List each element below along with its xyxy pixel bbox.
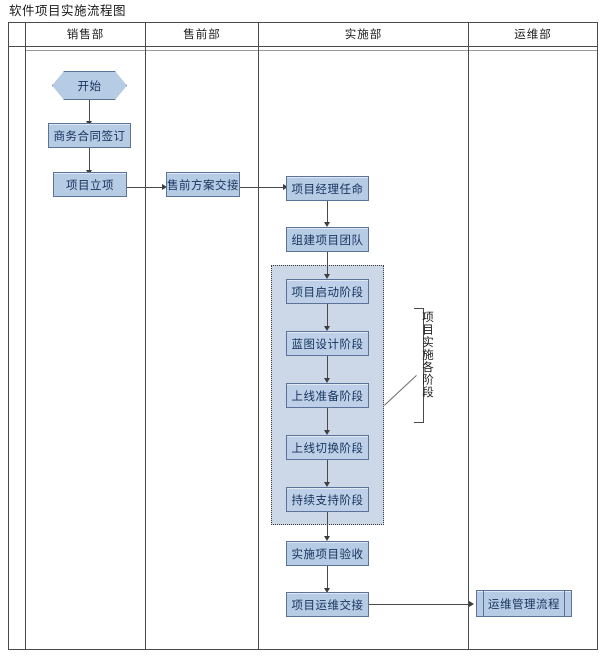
node-ops-process-label: 运维管理流程	[488, 598, 560, 611]
arrowhead-pm	[283, 183, 288, 190]
connector-handover-to-pm	[240, 187, 285, 188]
node-team-build[interactable]: 组建项目团队	[286, 227, 369, 252]
arrowhead-handover	[162, 183, 167, 190]
node-phase-cutover-label: 上线切换阶段	[291, 442, 364, 455]
connector-setup-to-handover	[127, 187, 164, 188]
predefined-process-bar-left	[483, 591, 484, 616]
node-contract-label: 商务合同签订	[53, 130, 126, 143]
lane-header-operations: 运维部	[514, 29, 552, 41]
node-acceptance-label: 实施项目验收	[291, 548, 364, 561]
arrowhead-prep	[323, 378, 330, 383]
lane-rule-ops	[469, 50, 597, 51]
lane-header-presales: 售前部	[183, 29, 221, 41]
lane-header-sales: 销售部	[66, 29, 105, 41]
grid-vline-spacer	[25, 22, 26, 650]
node-presales-handover[interactable]: 售前方案交接	[166, 172, 240, 197]
node-pm-appointment-label: 项目经理任命	[291, 183, 364, 196]
arrowhead-kickoff	[323, 274, 330, 279]
node-phase-blueprint-label: 蓝图设计阶段	[291, 338, 364, 351]
connector-support-to-acceptance	[327, 512, 328, 539]
node-presales-handover-label: 售前方案交接	[167, 179, 239, 192]
annotation-bracket	[414, 308, 424, 423]
grid-vline-presales	[258, 22, 259, 650]
node-phase-support[interactable]: 持续支持阶段	[286, 487, 369, 512]
hexagon-shape	[52, 71, 127, 100]
node-project-setup[interactable]: 项目立项	[53, 172, 127, 197]
grid-vline-right	[597, 22, 598, 650]
node-ops-handover[interactable]: 项目运维交接	[286, 592, 369, 617]
arrowhead-blueprint	[323, 326, 330, 331]
grid-vline-left	[8, 22, 9, 650]
arrowhead-cutover	[323, 430, 330, 435]
node-ops-process[interactable]: 运维管理流程	[476, 590, 572, 617]
page-title: 软件项目实施流程图	[9, 4, 127, 18]
connector-blueprint-to-prep	[327, 356, 328, 381]
node-phase-golive-prep-label: 上线准备阶段	[291, 390, 364, 403]
swimlane-grid: 销售部 售前部 实施部 运维部	[8, 22, 598, 650]
arrowhead-opshandover	[323, 588, 330, 593]
connector-kickoff-to-blueprint	[327, 304, 328, 329]
grid-hline-header	[8, 46, 598, 47]
arrowhead-team	[323, 222, 330, 227]
lane-rule-presales	[146, 50, 258, 51]
annotation-label: 项目实施各阶段	[421, 311, 433, 399]
node-start-label: 开始	[77, 80, 102, 93]
node-team-build-label: 组建项目团队	[291, 234, 364, 247]
grid-vline-sales	[145, 22, 146, 650]
lane-rule-impl	[259, 50, 468, 51]
node-phase-support-label: 持续支持阶段	[291, 494, 364, 507]
node-phase-blueprint[interactable]: 蓝图设计阶段	[286, 331, 369, 356]
connector-start-to-contract	[89, 100, 90, 123]
arrowhead-opsprocess	[469, 600, 474, 607]
node-phase-kickoff[interactable]: 项目启动阶段	[286, 279, 369, 304]
grid-hline-bottom	[8, 649, 598, 650]
node-phase-golive-prep[interactable]: 上线准备阶段	[286, 383, 369, 408]
node-acceptance[interactable]: 实施项目验收	[286, 541, 369, 566]
connector-prep-to-cutover	[327, 408, 328, 433]
connector-contract-to-setup	[89, 148, 90, 172]
connector-cutover-to-support	[327, 460, 328, 485]
node-contract[interactable]: 商务合同签订	[48, 123, 131, 148]
grid-vline-impl	[468, 22, 469, 650]
node-project-setup-label: 项目立项	[66, 179, 114, 192]
connector-opshandover-to-opsprocess	[367, 604, 471, 605]
connector-acceptance-to-opshandover	[327, 566, 328, 590]
node-phase-kickoff-label: 项目启动阶段	[291, 286, 364, 299]
lane-rule-sales	[26, 50, 145, 51]
node-pm-appointment[interactable]: 项目经理任命	[286, 176, 369, 201]
node-start[interactable]: 开始	[52, 71, 127, 100]
connector-pm-to-team	[327, 201, 328, 224]
lane-header-implementation: 实施部	[344, 29, 383, 41]
node-phase-cutover[interactable]: 上线切换阶段	[286, 435, 369, 460]
grid-hline-top	[8, 22, 598, 23]
arrowhead-acceptance	[323, 536, 330, 541]
predefined-process-bar-right	[564, 591, 565, 616]
arrowhead-support	[323, 482, 330, 487]
node-ops-handover-label: 项目运维交接	[291, 599, 364, 612]
connector-team-to-kickoff	[327, 252, 328, 277]
